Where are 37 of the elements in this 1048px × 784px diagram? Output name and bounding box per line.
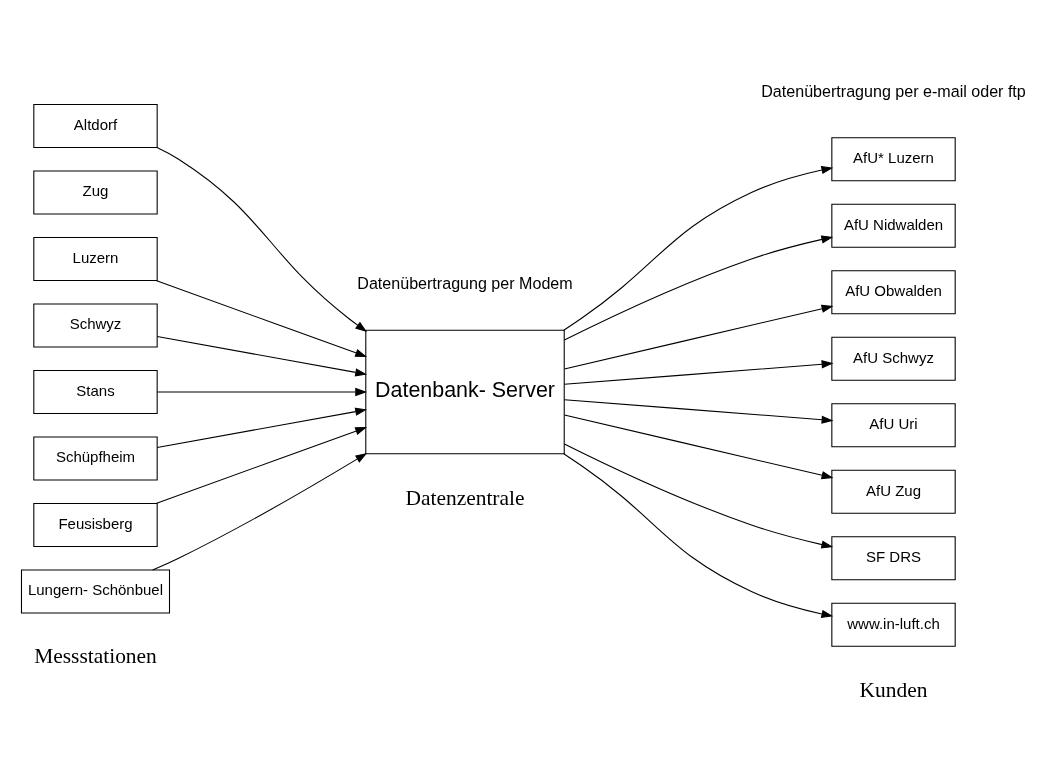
node-box: AfU Zug <box>831 469 956 514</box>
node-box: AfU Nidwalden <box>831 203 956 248</box>
label: Datenübertragung per e-mail oder ftp <box>761 81 1026 100</box>
arrow <box>156 146 367 333</box>
node-box: AfU* Luzern <box>831 137 956 182</box>
arrow <box>156 335 368 377</box>
arrow <box>563 443 834 549</box>
arrow <box>563 304 834 370</box>
node-box: Feusisberg <box>33 503 158 547</box>
arrow <box>563 235 834 341</box>
arrow <box>155 427 368 505</box>
arrow <box>152 453 368 571</box>
arrow <box>155 279 368 357</box>
node-box: www.in-luft.ch <box>831 602 956 647</box>
arrow <box>563 166 834 331</box>
node-box: Stans <box>33 370 158 414</box>
node-box: Datenbank- Server <box>365 329 565 455</box>
label: Messstationen <box>34 644 157 669</box>
arrow <box>563 414 834 480</box>
arrow <box>156 407 368 449</box>
node-box: Schüpfheim <box>33 436 158 481</box>
node-box: Luzern <box>33 237 158 281</box>
node-box: SF DRS <box>831 536 956 581</box>
node-box: AfU Uri <box>831 403 956 448</box>
label: Kunden <box>859 677 928 702</box>
arrow <box>156 387 368 397</box>
label: Datenzentrale <box>405 485 525 510</box>
node-box: AfU Schwyz <box>831 336 956 381</box>
node-box: AfU Obwalden <box>831 270 956 315</box>
arrow <box>563 360 834 385</box>
node-box: Zug <box>33 170 158 215</box>
arrow <box>563 399 834 424</box>
label: Datenübertragung per Modem <box>357 273 573 292</box>
arrow <box>563 453 834 618</box>
node-box: Altdorf <box>33 104 158 148</box>
node-box: Lungern- Schönbuel <box>20 569 171 614</box>
node-box: Schwyz <box>33 303 158 348</box>
